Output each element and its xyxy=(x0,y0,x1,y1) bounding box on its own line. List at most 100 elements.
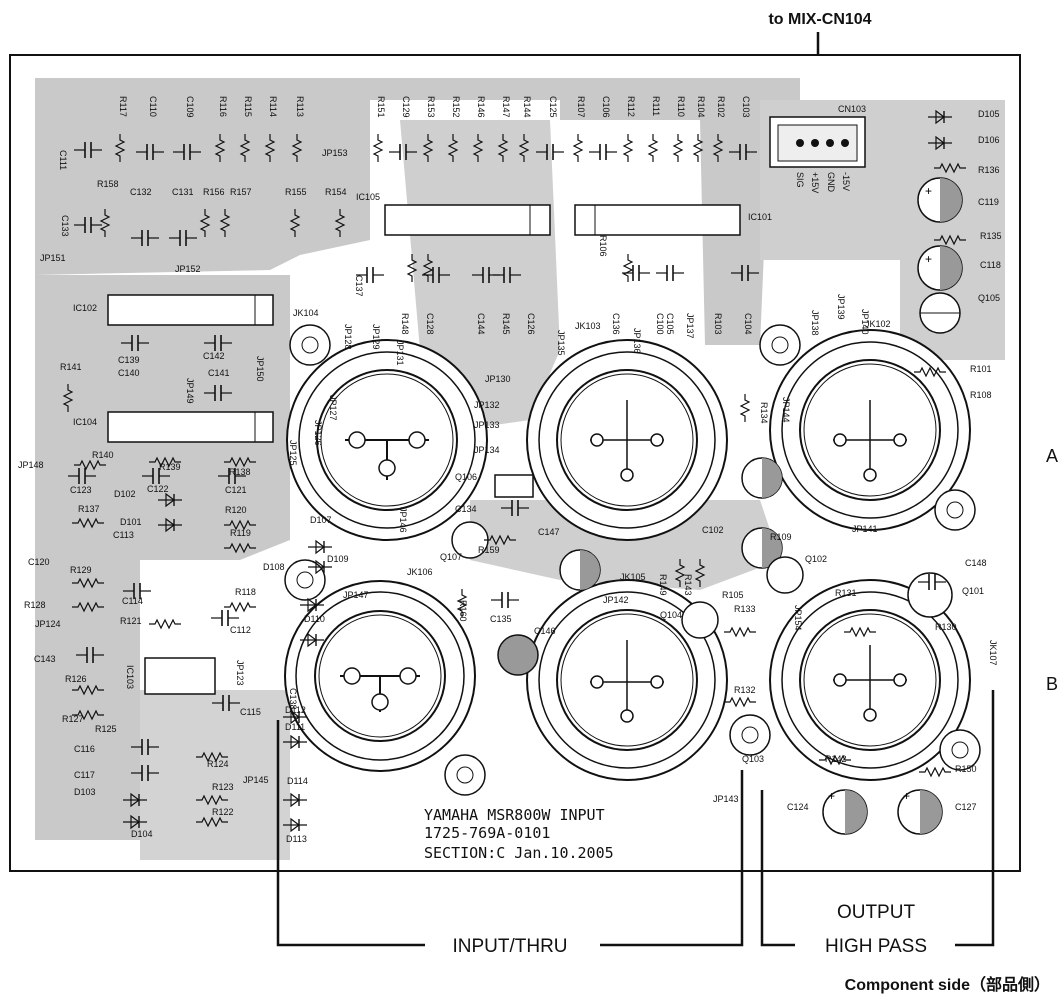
label-r103: R103 xyxy=(713,313,723,335)
label-r119: R119 xyxy=(230,528,251,538)
label-r141: R141 xyxy=(60,362,82,372)
callout-line-input-left xyxy=(276,720,425,947)
label-ic102: IC102 xyxy=(73,303,97,313)
resistor-r139 xyxy=(149,456,181,468)
label-r157: R157 xyxy=(230,187,252,197)
pin-15v: +15V xyxy=(810,172,820,193)
diode-d109 xyxy=(300,597,324,613)
label-jp126: JP126 xyxy=(313,420,323,446)
label-ic101: IC101 xyxy=(748,212,772,222)
capacitor-c148 xyxy=(918,574,946,590)
label-c112: C112 xyxy=(230,625,251,635)
resistor-r146 xyxy=(472,134,484,162)
label-jp145: JP145 xyxy=(243,775,269,785)
label-r117: R117 xyxy=(118,96,128,117)
label-r135: R135 xyxy=(980,231,1002,241)
label-d111: D111 xyxy=(285,722,305,732)
diode-d105 xyxy=(928,109,952,125)
label-d112: D112 xyxy=(285,705,306,715)
diode-d103 xyxy=(123,792,147,808)
pin-neg15v: -15V xyxy=(841,172,851,191)
resistor-r121 xyxy=(149,618,181,630)
resistor-r122 xyxy=(196,816,228,828)
label-cn103: CN103 xyxy=(838,104,866,114)
capacitor-c109 xyxy=(173,144,201,160)
label-r144: R144 xyxy=(522,96,532,118)
label-jp147: JP147 xyxy=(343,590,369,600)
cap-c119: + xyxy=(917,177,963,223)
capacitor-c139 xyxy=(121,335,149,351)
label-ic103: IC103 xyxy=(125,665,135,689)
label-r127: R127 xyxy=(62,714,84,724)
resistor-r142 xyxy=(819,754,851,766)
resistor-r132 xyxy=(724,696,756,708)
label-r150: R150 xyxy=(955,764,977,774)
svg-text:+: + xyxy=(903,789,910,803)
label-jp150: JP150 xyxy=(255,356,265,382)
label-d113: D113 xyxy=(286,834,307,844)
resistor-r120 xyxy=(224,519,256,531)
label-d106: D106 xyxy=(978,135,1000,145)
label-jp130: JP130 xyxy=(485,374,511,384)
resistor-r153 xyxy=(422,134,434,162)
capacitor-c114 xyxy=(123,583,151,599)
label-q102: Q102 xyxy=(805,554,827,564)
capacitor-c122 xyxy=(142,468,170,484)
ic105 xyxy=(384,204,551,236)
label-d114: D114 xyxy=(287,776,308,786)
diode-d102 xyxy=(158,492,182,508)
label-c120: C120 xyxy=(28,557,50,567)
label-jk105: JK105 xyxy=(620,572,646,582)
resistor-r158 xyxy=(99,209,111,237)
resistor-r160 xyxy=(456,589,468,617)
jack-jk104 xyxy=(286,324,488,541)
resistor-r114 xyxy=(264,134,276,162)
label-ic105: IC105 xyxy=(356,192,380,202)
callout-to-mix-cn104: to MIX-CN104 xyxy=(768,11,871,28)
resistor-r131 xyxy=(844,626,876,638)
label-c141: C141 xyxy=(208,368,230,378)
label-r154: R154 xyxy=(325,187,347,197)
label-jk107: JK107 xyxy=(988,640,998,666)
label-c106: C106 xyxy=(601,96,611,118)
label-r130: R130 xyxy=(935,622,957,632)
label-d110: D110 xyxy=(304,614,325,624)
label-jp132: JP132 xyxy=(474,400,500,410)
resistor-r127 xyxy=(72,709,104,721)
label-c144: C144 xyxy=(476,313,486,335)
callout-line-highpass-right xyxy=(955,690,995,947)
resistor-r111 xyxy=(647,134,659,162)
label-c113: C113 xyxy=(113,530,134,540)
label-c121: C121 xyxy=(225,485,247,495)
diode-d114 xyxy=(283,792,307,808)
label-jk106: JK106 xyxy=(407,567,433,577)
label-c111: C111 xyxy=(58,150,68,170)
label-jp142: JP142 xyxy=(603,595,629,605)
callout-input-thru: INPUT/THRU xyxy=(452,936,567,957)
resistor-r129 xyxy=(72,577,104,589)
capacitor-c125 xyxy=(536,144,564,160)
label-c104: C104 xyxy=(743,313,753,335)
resistor-r115 xyxy=(239,134,251,162)
jack-jk107 xyxy=(729,579,981,781)
label-d109: D109 xyxy=(327,554,349,564)
transistor-q102 xyxy=(766,556,804,594)
diode-d108 xyxy=(308,559,332,575)
resistor-r148 xyxy=(406,254,418,282)
label-r131: R131 xyxy=(835,588,857,598)
svg-text:+: + xyxy=(925,184,932,198)
label-c138: C138 xyxy=(288,688,298,710)
svg-text:+: + xyxy=(828,789,835,803)
label-jp129: JP129 xyxy=(371,324,381,350)
label-jp138: JP138 xyxy=(810,310,820,336)
pin-gnd: GND xyxy=(826,172,836,193)
resistor-r116 xyxy=(214,134,226,162)
cap-c108 xyxy=(741,527,783,569)
label-c135: C135 xyxy=(490,614,512,624)
label-r152: R152 xyxy=(451,96,461,118)
label-c122: C122 xyxy=(147,484,169,494)
resistor-r117 xyxy=(114,134,126,162)
jack-jk105 xyxy=(526,579,728,781)
capacitor-c141 xyxy=(204,385,232,401)
label-d107: D107 xyxy=(310,515,332,525)
